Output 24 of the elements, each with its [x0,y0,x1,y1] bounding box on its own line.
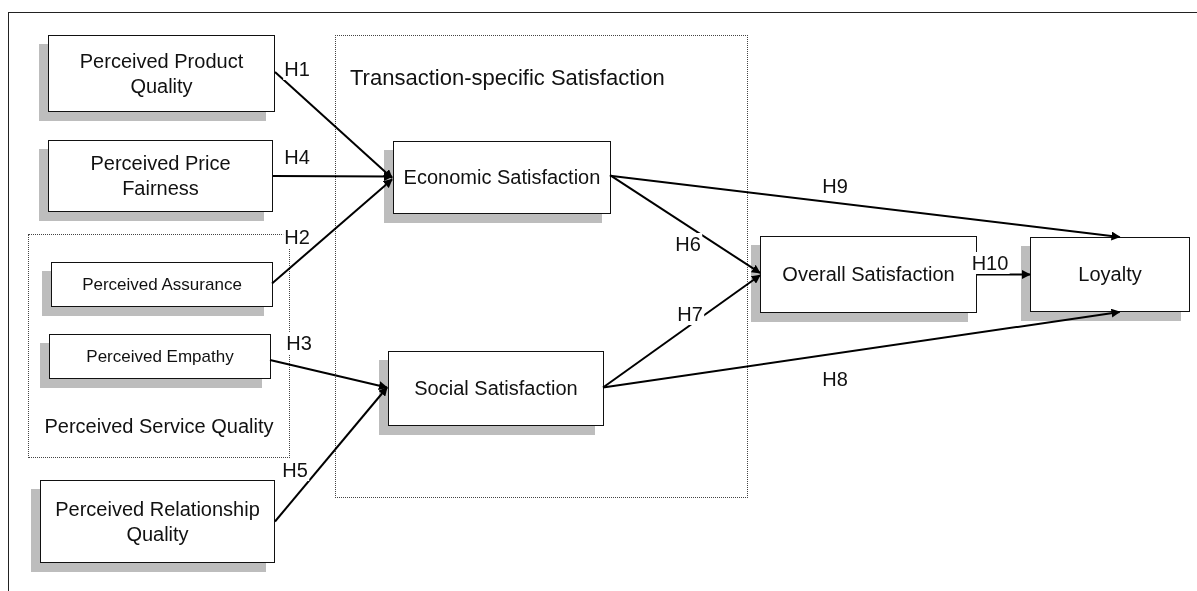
arrow [274,386,388,523]
group-heading: Transaction-specific Satisfaction [350,64,666,92]
concept-label: Perceived Price Fairness [89,151,232,201]
group-heading: Perceived Service Quality [43,414,275,439]
arrow [274,70,393,179]
arrow [271,178,393,285]
arrow [602,308,1121,389]
concept-label: Economic Satisfaction [403,165,601,190]
dotted-group-frame [335,35,748,498]
concept-label: Perceived Relationship Quality [54,496,261,547]
concept-label: Perceived Assurance [82,273,242,296]
arrow [609,174,761,274]
concept-label: Perceived Product Quality [78,48,245,99]
concept-label: Overall Satisfaction [782,262,955,287]
arrow [609,174,1121,241]
concept-label: Loyalty [1078,262,1142,287]
arrow [976,270,1031,279]
arrow [269,359,388,391]
arrow [272,171,393,181]
concept-label: Social Satisfaction [414,376,578,401]
edge-label: H3 [285,332,313,354]
edge-label: H10 [970,252,1010,274]
concept-label: Perceived Empathy [86,345,234,368]
arrow [602,274,761,389]
